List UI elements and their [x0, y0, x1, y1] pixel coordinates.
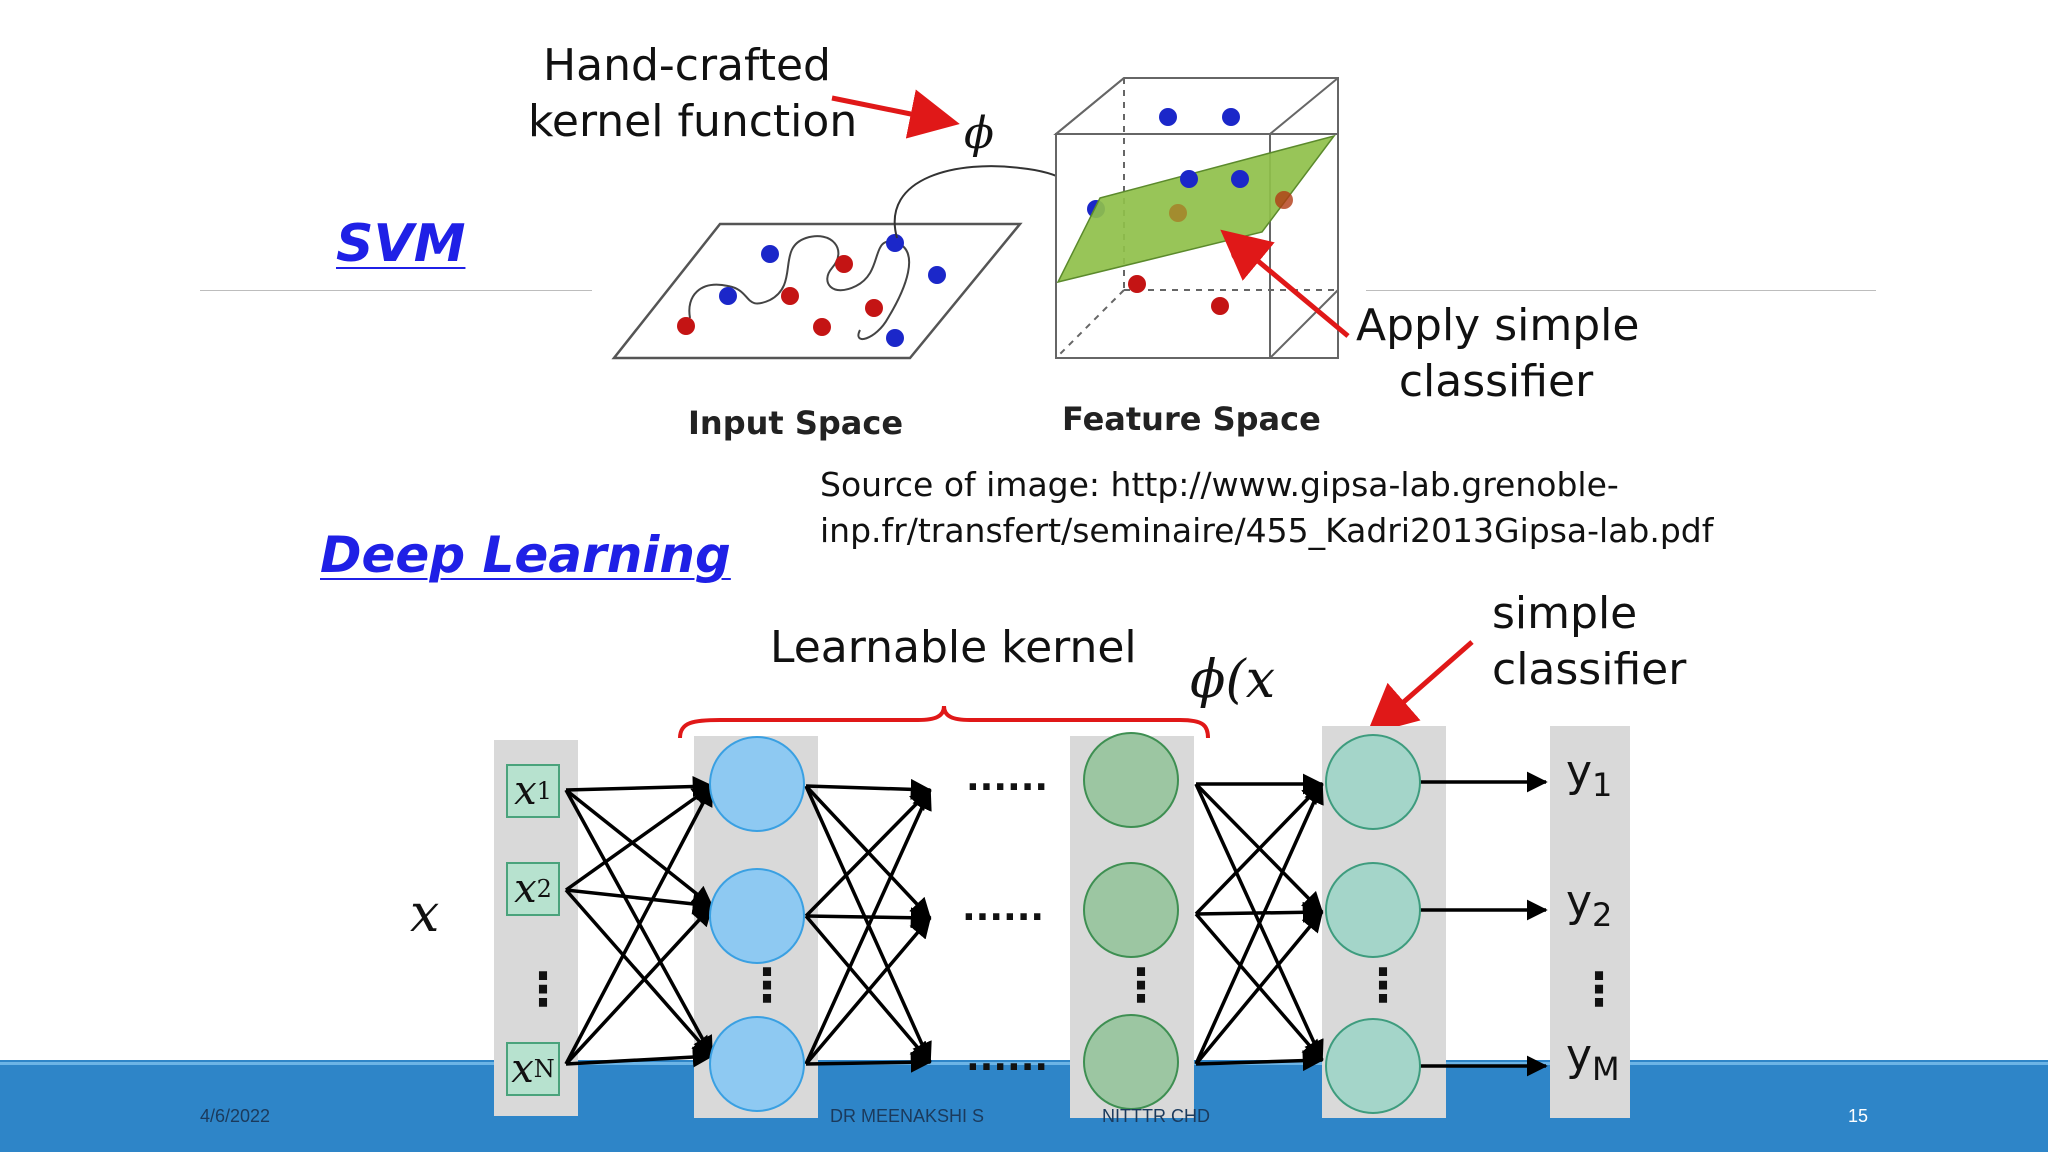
hidden-last-neuron — [1083, 732, 1179, 828]
feature-point-blue — [1222, 108, 1240, 126]
layer-ellipsis-bottom: ...... — [966, 1038, 1049, 1079]
feature-point-red — [1128, 275, 1146, 293]
simple-classifier-arrow — [1366, 640, 1474, 735]
input-space-plane — [611, 222, 1023, 360]
feature-space-label: Feature Space — [1062, 400, 1321, 438]
output-layer-bg — [1550, 726, 1630, 1118]
learnable-kernel-brace — [678, 705, 1210, 739]
kernel-callout-line-2: kernel function — [528, 96, 858, 148]
output-vertical-ellipsis: ⋮ — [1576, 962, 1622, 1016]
svm-title: SVM — [336, 214, 466, 274]
classifier-neuron — [1325, 862, 1421, 958]
divider-right — [1366, 290, 1876, 291]
kernel-callout-arrow — [831, 89, 960, 139]
kernel-callout-line-1: Hand-crafted — [543, 40, 831, 91]
output-y2: y2 — [1566, 876, 1613, 934]
source-line-2: inp.fr/transfert/seminaire/455_Kadri2013… — [820, 511, 1714, 551]
simple-classifier-line-1: simple — [1492, 588, 1638, 639]
feature-point-red-faded — [1275, 191, 1293, 209]
feature-point-blue — [1180, 170, 1198, 188]
output-y1: y1 — [1566, 746, 1613, 804]
input-point-blue — [886, 329, 904, 347]
divider-left — [200, 290, 592, 291]
feature-point-blue — [1159, 108, 1177, 126]
image-source-text: Source of image: http://www.gipsa-lab.gr… — [820, 462, 1713, 554]
footer-date: 4/6/2022 — [200, 1106, 271, 1126]
hidden-1-neuron — [709, 736, 805, 832]
input-space-label: Input Space — [688, 404, 904, 442]
input-point-red — [677, 317, 695, 335]
feature-point-blue — [1231, 170, 1249, 188]
source-line-1: Source of image: http://www.gipsa-lab.gr… — [820, 465, 1619, 504]
simple-classifier-label: simple classifier — [1492, 586, 1686, 699]
footer-author: DR MEENAKSHI S — [830, 1106, 985, 1126]
feature-point-red — [1211, 297, 1229, 315]
classifier-callout-line-1: Apply simple — [1356, 300, 1640, 351]
input-point-blue — [761, 245, 779, 263]
phi-x-label: ϕ(x — [1190, 650, 1276, 710]
footer-institute: NITTTR CHD — [1102, 1106, 1210, 1126]
input-point-blue — [719, 287, 737, 305]
hidden-last-neuron — [1083, 1014, 1179, 1110]
input-to-hidden-connections — [564, 776, 714, 1068]
input-point-blue — [886, 234, 904, 252]
hidden-1-outgoing-connections — [804, 778, 932, 1073]
deep-learning-title: Deep Learning — [320, 526, 731, 584]
classifier-callout-line-2: classifier — [1398, 356, 1594, 408]
learnable-kernel-label: Learnable kernel — [770, 622, 1137, 673]
input-point-red — [865, 299, 883, 317]
hidden-to-classifier-connections — [1194, 773, 1324, 1072]
footer-bar — [0, 1060, 2048, 1152]
classifier-callout: Apply simple classifier — [1356, 298, 1640, 411]
phi-symbol: ϕ — [964, 108, 994, 159]
classifier-vertical-ellipsis: ⋮ — [1360, 958, 1406, 1012]
hidden-1-neuron — [709, 868, 805, 964]
feature-point-red-faded — [1169, 204, 1187, 222]
input-point-red — [813, 318, 831, 336]
kernel-function-callout: Hand-crafted kernel function — [528, 38, 858, 151]
input-vertical-ellipsis: ⋮ — [520, 962, 566, 1016]
classifier-callout-arrow — [1220, 229, 1350, 338]
input-point-red — [835, 255, 853, 273]
hidden-last-neuron — [1083, 862, 1179, 958]
simple-classifier-line-2: classifier — [1492, 644, 1687, 696]
input-space-boundary-curve — [688, 235, 911, 340]
hidden-1-vertical-ellipsis: ⋮ — [744, 958, 790, 1012]
hidden-last-vertical-ellipsis: ⋮ — [1118, 958, 1164, 1012]
layer-ellipsis-middle: ...... — [962, 888, 1045, 929]
classifier-neuron — [1325, 734, 1421, 830]
input-vector-symbol: x — [410, 884, 440, 944]
output-yM: yM — [1566, 1030, 1620, 1088]
input-point-blue — [928, 266, 946, 284]
footer-accent-line — [0, 1062, 2048, 1065]
classifier-neuron — [1325, 1018, 1421, 1114]
footer-page-number: 15 — [1848, 1106, 1869, 1126]
layer-ellipsis-top: ...... — [966, 758, 1049, 799]
input-point-red — [781, 287, 799, 305]
classifier-to-output-connections — [1420, 771, 1548, 1077]
hidden-1-neuron — [709, 1016, 805, 1112]
